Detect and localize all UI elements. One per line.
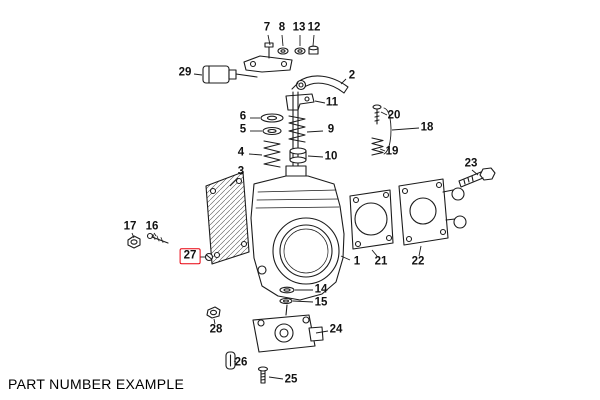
- switch-24-drawing: [252, 304, 324, 353]
- washer-6-drawing: [260, 113, 284, 123]
- part-callout-9[interactable]: 9: [327, 123, 335, 136]
- leader-line-17: [131, 232, 135, 239]
- part-callout-6[interactable]: 6: [239, 110, 247, 123]
- part-callout-26[interactable]: 26: [234, 356, 248, 369]
- leader-line-10: [307, 155, 324, 158]
- flange-22-drawing: [398, 178, 467, 246]
- part-callout-13[interactable]: 13: [292, 21, 306, 34]
- screw-16-drawing: [146, 232, 169, 244]
- leader-line-3: [229, 177, 239, 187]
- cap-10-drawing: [289, 147, 307, 164]
- throttle-body-drawing: [250, 165, 345, 301]
- bolt-23-drawing: [458, 167, 496, 188]
- leader-line-16: [153, 232, 157, 237]
- leader-line-8: [281, 34, 284, 47]
- part-callout-16[interactable]: 16: [145, 220, 159, 233]
- part-callout-21[interactable]: 21: [374, 255, 388, 268]
- gasket-21-drawing: [349, 189, 394, 250]
- caption: PART NUMBER EXAMPLE: [8, 376, 185, 392]
- screw-27-drawing: [204, 252, 214, 262]
- leader-line-25: [268, 376, 284, 380]
- part-callout-2[interactable]: 2: [348, 69, 356, 82]
- part-callout-25[interactable]: 25: [284, 373, 298, 386]
- spring-19-drawing: [371, 137, 384, 156]
- part-callout-14[interactable]: 14: [314, 283, 328, 296]
- part-callout-28[interactable]: 28: [209, 323, 223, 336]
- leader-line-18: [391, 127, 420, 131]
- leader-line-20: [380, 111, 388, 116]
- part-callout-10[interactable]: 10: [324, 150, 338, 163]
- throttle-lever-drawing: [291, 75, 349, 94]
- part-callout-11[interactable]: 11: [325, 96, 339, 109]
- leader-line-2: [340, 78, 347, 85]
- leader-line-21: [371, 249, 378, 257]
- part-callout-19[interactable]: 19: [385, 145, 399, 158]
- screw-20-drawing: [372, 104, 382, 125]
- leader-line-1: [340, 255, 351, 261]
- spring-4-drawing: [263, 140, 281, 168]
- leader-line-22: [418, 245, 422, 257]
- part-callout-23[interactable]: 23: [464, 157, 478, 170]
- washer-14-drawing: [279, 286, 295, 294]
- leader-line-9: [306, 130, 324, 133]
- part-callout-20[interactable]: 20: [387, 109, 401, 122]
- part-callout-15[interactable]: 15: [314, 296, 328, 309]
- leader-line-11: [314, 100, 326, 104]
- plug-17-drawing: [127, 235, 141, 249]
- leader-line-24: [315, 330, 329, 334]
- bracket-18-drawing: [383, 107, 392, 155]
- part-callout-22[interactable]: 22: [411, 255, 425, 268]
- leader-line-7: [267, 34, 271, 46]
- part-callout-17[interactable]: 17: [123, 220, 137, 233]
- leader-lines: [131, 34, 479, 380]
- nut-28-drawing: [206, 306, 221, 319]
- part-callout-3[interactable]: 3: [237, 165, 245, 178]
- part-callout-8[interactable]: 8: [278, 21, 286, 34]
- ring-5-drawing: [262, 126, 282, 136]
- leader-line-4: [248, 153, 263, 156]
- part-callout-5[interactable]: 5: [239, 123, 247, 136]
- spring-9-drawing: [288, 115, 306, 143]
- part-callout-1[interactable]: 1: [353, 255, 361, 268]
- part-callout-18[interactable]: 18: [420, 121, 434, 134]
- part-callout-24[interactable]: 24: [329, 323, 343, 336]
- leader-line-28: [213, 318, 216, 325]
- gasket-3-drawing: [205, 171, 250, 265]
- part-callout-27[interactable]: 27: [179, 248, 201, 264]
- part-callout-12[interactable]: 12: [307, 21, 321, 34]
- linkage-bracket-drawing: [243, 55, 293, 73]
- clip-26-drawing: [225, 351, 236, 370]
- leader-line-26: [233, 360, 237, 363]
- leader-line-12: [312, 34, 315, 47]
- idle-switch-drawing: [202, 65, 258, 84]
- washer-15-drawing: [279, 297, 293, 305]
- leader-line-15: [292, 300, 314, 303]
- part-callout-7[interactable]: 7: [263, 21, 271, 34]
- leader-line-23: [471, 169, 479, 176]
- leader-line-19: [379, 148, 386, 152]
- leader-line-29: [193, 73, 203, 76]
- top-fasteners-drawing: [264, 42, 319, 59]
- part-callout-4[interactable]: 4: [237, 146, 245, 159]
- screw-25-drawing: [257, 366, 269, 384]
- part-callout-29[interactable]: 29: [178, 66, 192, 79]
